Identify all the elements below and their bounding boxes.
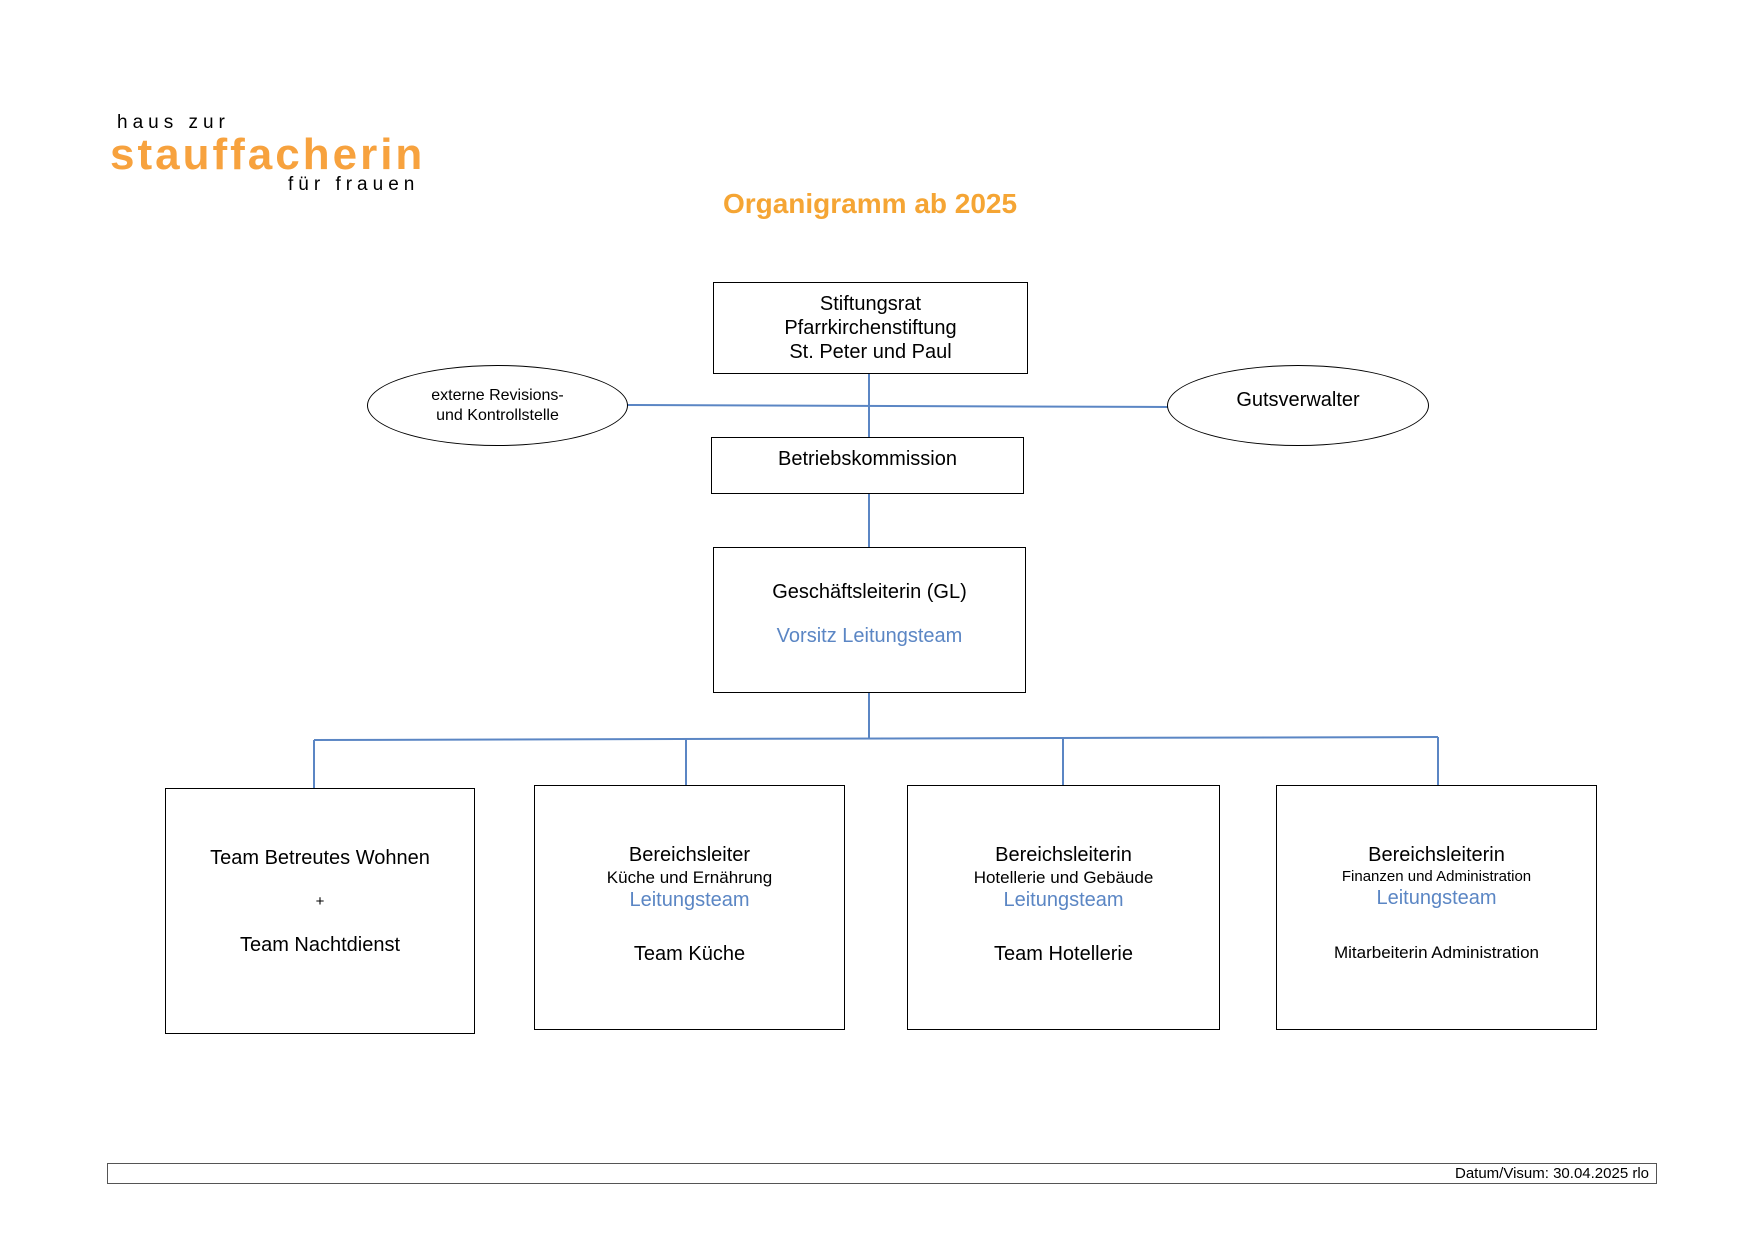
hotellerie-role: Leitungsteam	[1003, 889, 1124, 911]
hotellerie-team: Team Hotellerie	[994, 943, 1133, 965]
stiftungsrat-line-3: St. Peter und Paul	[789, 341, 952, 363]
revision-ellipse: externe Revisions- und Kontrollstelle	[367, 365, 628, 446]
kueche-role: Leitungsteam	[629, 889, 750, 911]
revision-line-1: externe Revisions-	[431, 386, 564, 404]
gutsverwalter-label: Gutsverwalter	[1236, 389, 1360, 411]
team-wohnen-line-1: Team Betreutes Wohnen	[210, 847, 430, 869]
team-wohnen-box: Team Betreutes Wohnen + Team Nachtdienst	[165, 788, 475, 1034]
gutsverwalter-ellipse: Gutsverwalter	[1167, 365, 1429, 446]
logo-line-3: für frauen	[288, 174, 420, 195]
kueche-box: Bereichsleiter Küche und Ernährung Leitu…	[534, 785, 845, 1030]
finanzen-team: Mitarbeiterin Administration	[1333, 943, 1540, 962]
team-wohnen-line-2: Team Nachtdienst	[239, 934, 401, 956]
finanzen-title: Bereichsleiterin	[1368, 844, 1505, 866]
revision-line-2: und Kontrollstelle	[436, 406, 559, 424]
hotellerie-title: Bereichsleiterin	[995, 844, 1132, 866]
kueche-subtitle: Küche und Ernährung	[606, 868, 773, 887]
stiftungsrat-box: Stiftungsrat Pfarrkirchenstiftung St. Pe…	[713, 282, 1028, 374]
betriebskommission-box: Betriebskommission	[711, 437, 1024, 494]
logo-wordmark: stauffacherin	[110, 130, 426, 179]
logo: haus zur stauffacherin für frauen	[110, 112, 510, 202]
finanzen-role: Leitungsteam	[1376, 887, 1497, 909]
team-wohnen-plus: +	[315, 893, 325, 910]
connector-revision-gutsverwalter	[626, 404, 1169, 408]
footer-date-visum: Datum/Visum: 30.04.2025 rlo	[1455, 1165, 1649, 1182]
page-title: Organigramm ab 2025	[722, 188, 1018, 219]
finanzen-box: Bereichsleiterin Finanzen und Administra…	[1276, 785, 1597, 1030]
finanzen-subtitle: Finanzen und Administration	[1341, 868, 1532, 885]
connector-horizontal-branch	[313, 736, 1439, 741]
footer-bar: Datum/Visum: 30.04.2025 rlo	[107, 1163, 1657, 1184]
kueche-title: Bereichsleiter	[628, 844, 751, 866]
kueche-team: Team Küche	[633, 943, 746, 965]
stiftungsrat-line-1: Stiftungsrat	[819, 293, 922, 315]
gl-role: Vorsitz Leitungsteam	[776, 625, 963, 647]
stiftungsrat-line-2: Pfarrkirchenstiftung	[784, 317, 957, 339]
gl-title: Geschäftsleiterin (GL)	[772, 581, 967, 603]
betriebskommission-label: Betriebskommission	[778, 448, 957, 470]
logo-line-1: haus zur	[117, 112, 230, 133]
gl-box: Geschäftsleiterin (GL) Vorsitz Leitungst…	[713, 547, 1026, 693]
hotellerie-subtitle: Hotellerie und Gebäude	[973, 868, 1154, 887]
hotellerie-box: Bereichsleiterin Hotellerie und Gebäude …	[907, 785, 1220, 1030]
